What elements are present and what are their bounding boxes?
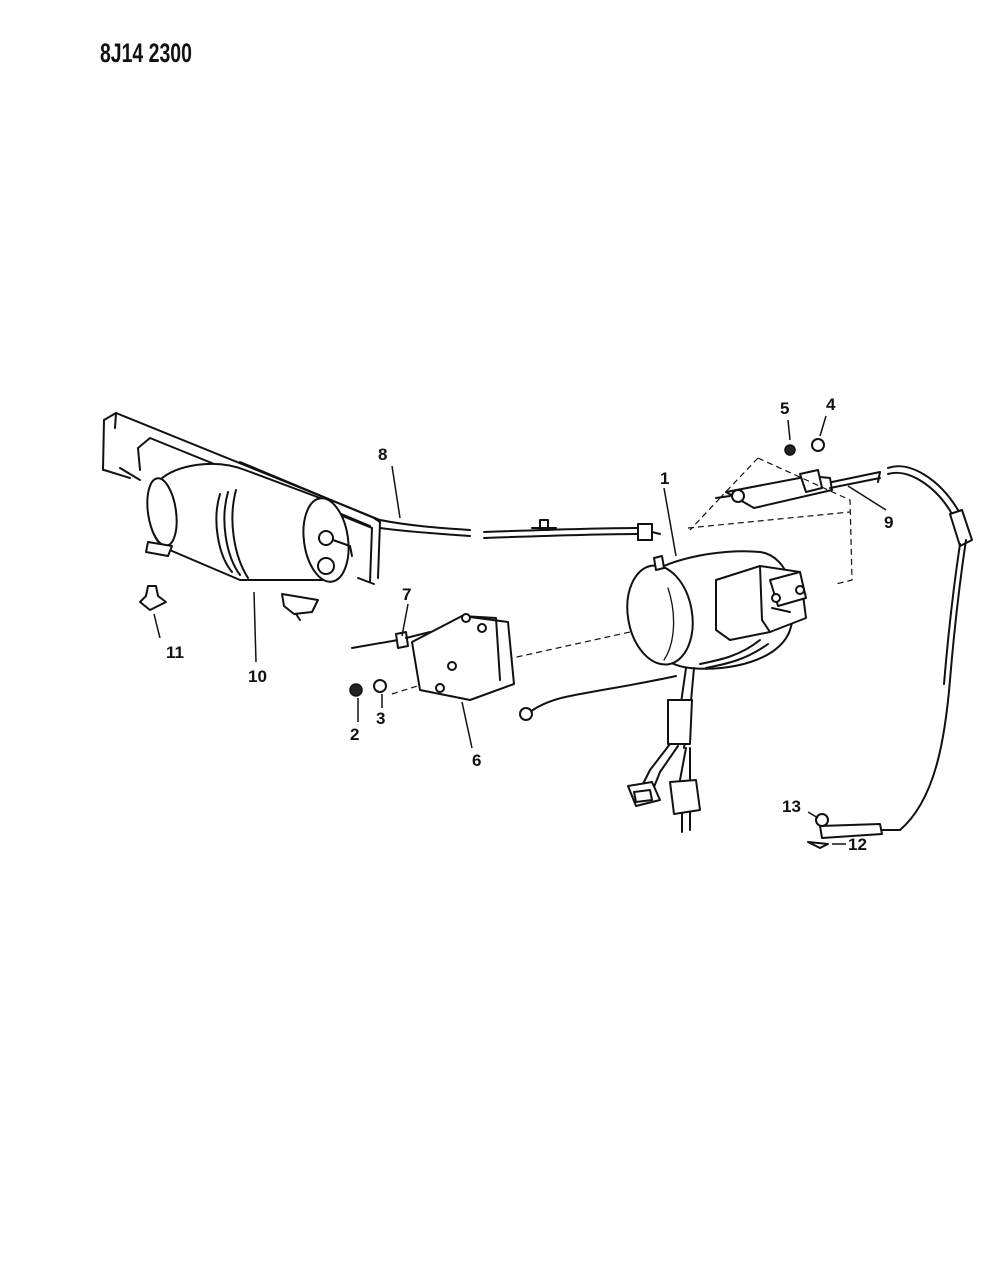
retaining-clip <box>807 841 829 849</box>
nut-small <box>784 444 796 456</box>
callout-6: 6 <box>472 751 481 770</box>
leader-lines <box>153 415 887 845</box>
callout-8: 8 <box>378 445 387 464</box>
callout-12: 12 <box>848 835 867 854</box>
vacuum-hose <box>379 519 661 541</box>
callout-7: 7 <box>402 585 411 604</box>
washer-small <box>815 813 829 827</box>
nut <box>349 683 363 697</box>
cruise-control-servo <box>519 550 807 833</box>
callout-5: 5 <box>780 399 789 418</box>
servo-cable <box>715 465 973 839</box>
callout-9: 9 <box>884 513 893 532</box>
callout-13: 13 <box>782 797 801 816</box>
washer <box>373 679 387 693</box>
push-pin-clip <box>139 585 167 611</box>
callout-1: 1 <box>660 469 669 488</box>
mounting-bracket <box>411 613 515 701</box>
callout-10: 10 <box>248 667 267 686</box>
callout-11: 11 <box>166 643 184 662</box>
diagram-reference-code: 8J14 2300 <box>100 38 192 68</box>
callout-3: 3 <box>376 709 385 728</box>
stud <box>351 631 431 649</box>
callout-4: 4 <box>826 395 836 414</box>
retainer-nut <box>811 438 825 452</box>
vacuum-reservoir-tank <box>102 412 381 621</box>
callout-2: 2 <box>350 725 359 744</box>
